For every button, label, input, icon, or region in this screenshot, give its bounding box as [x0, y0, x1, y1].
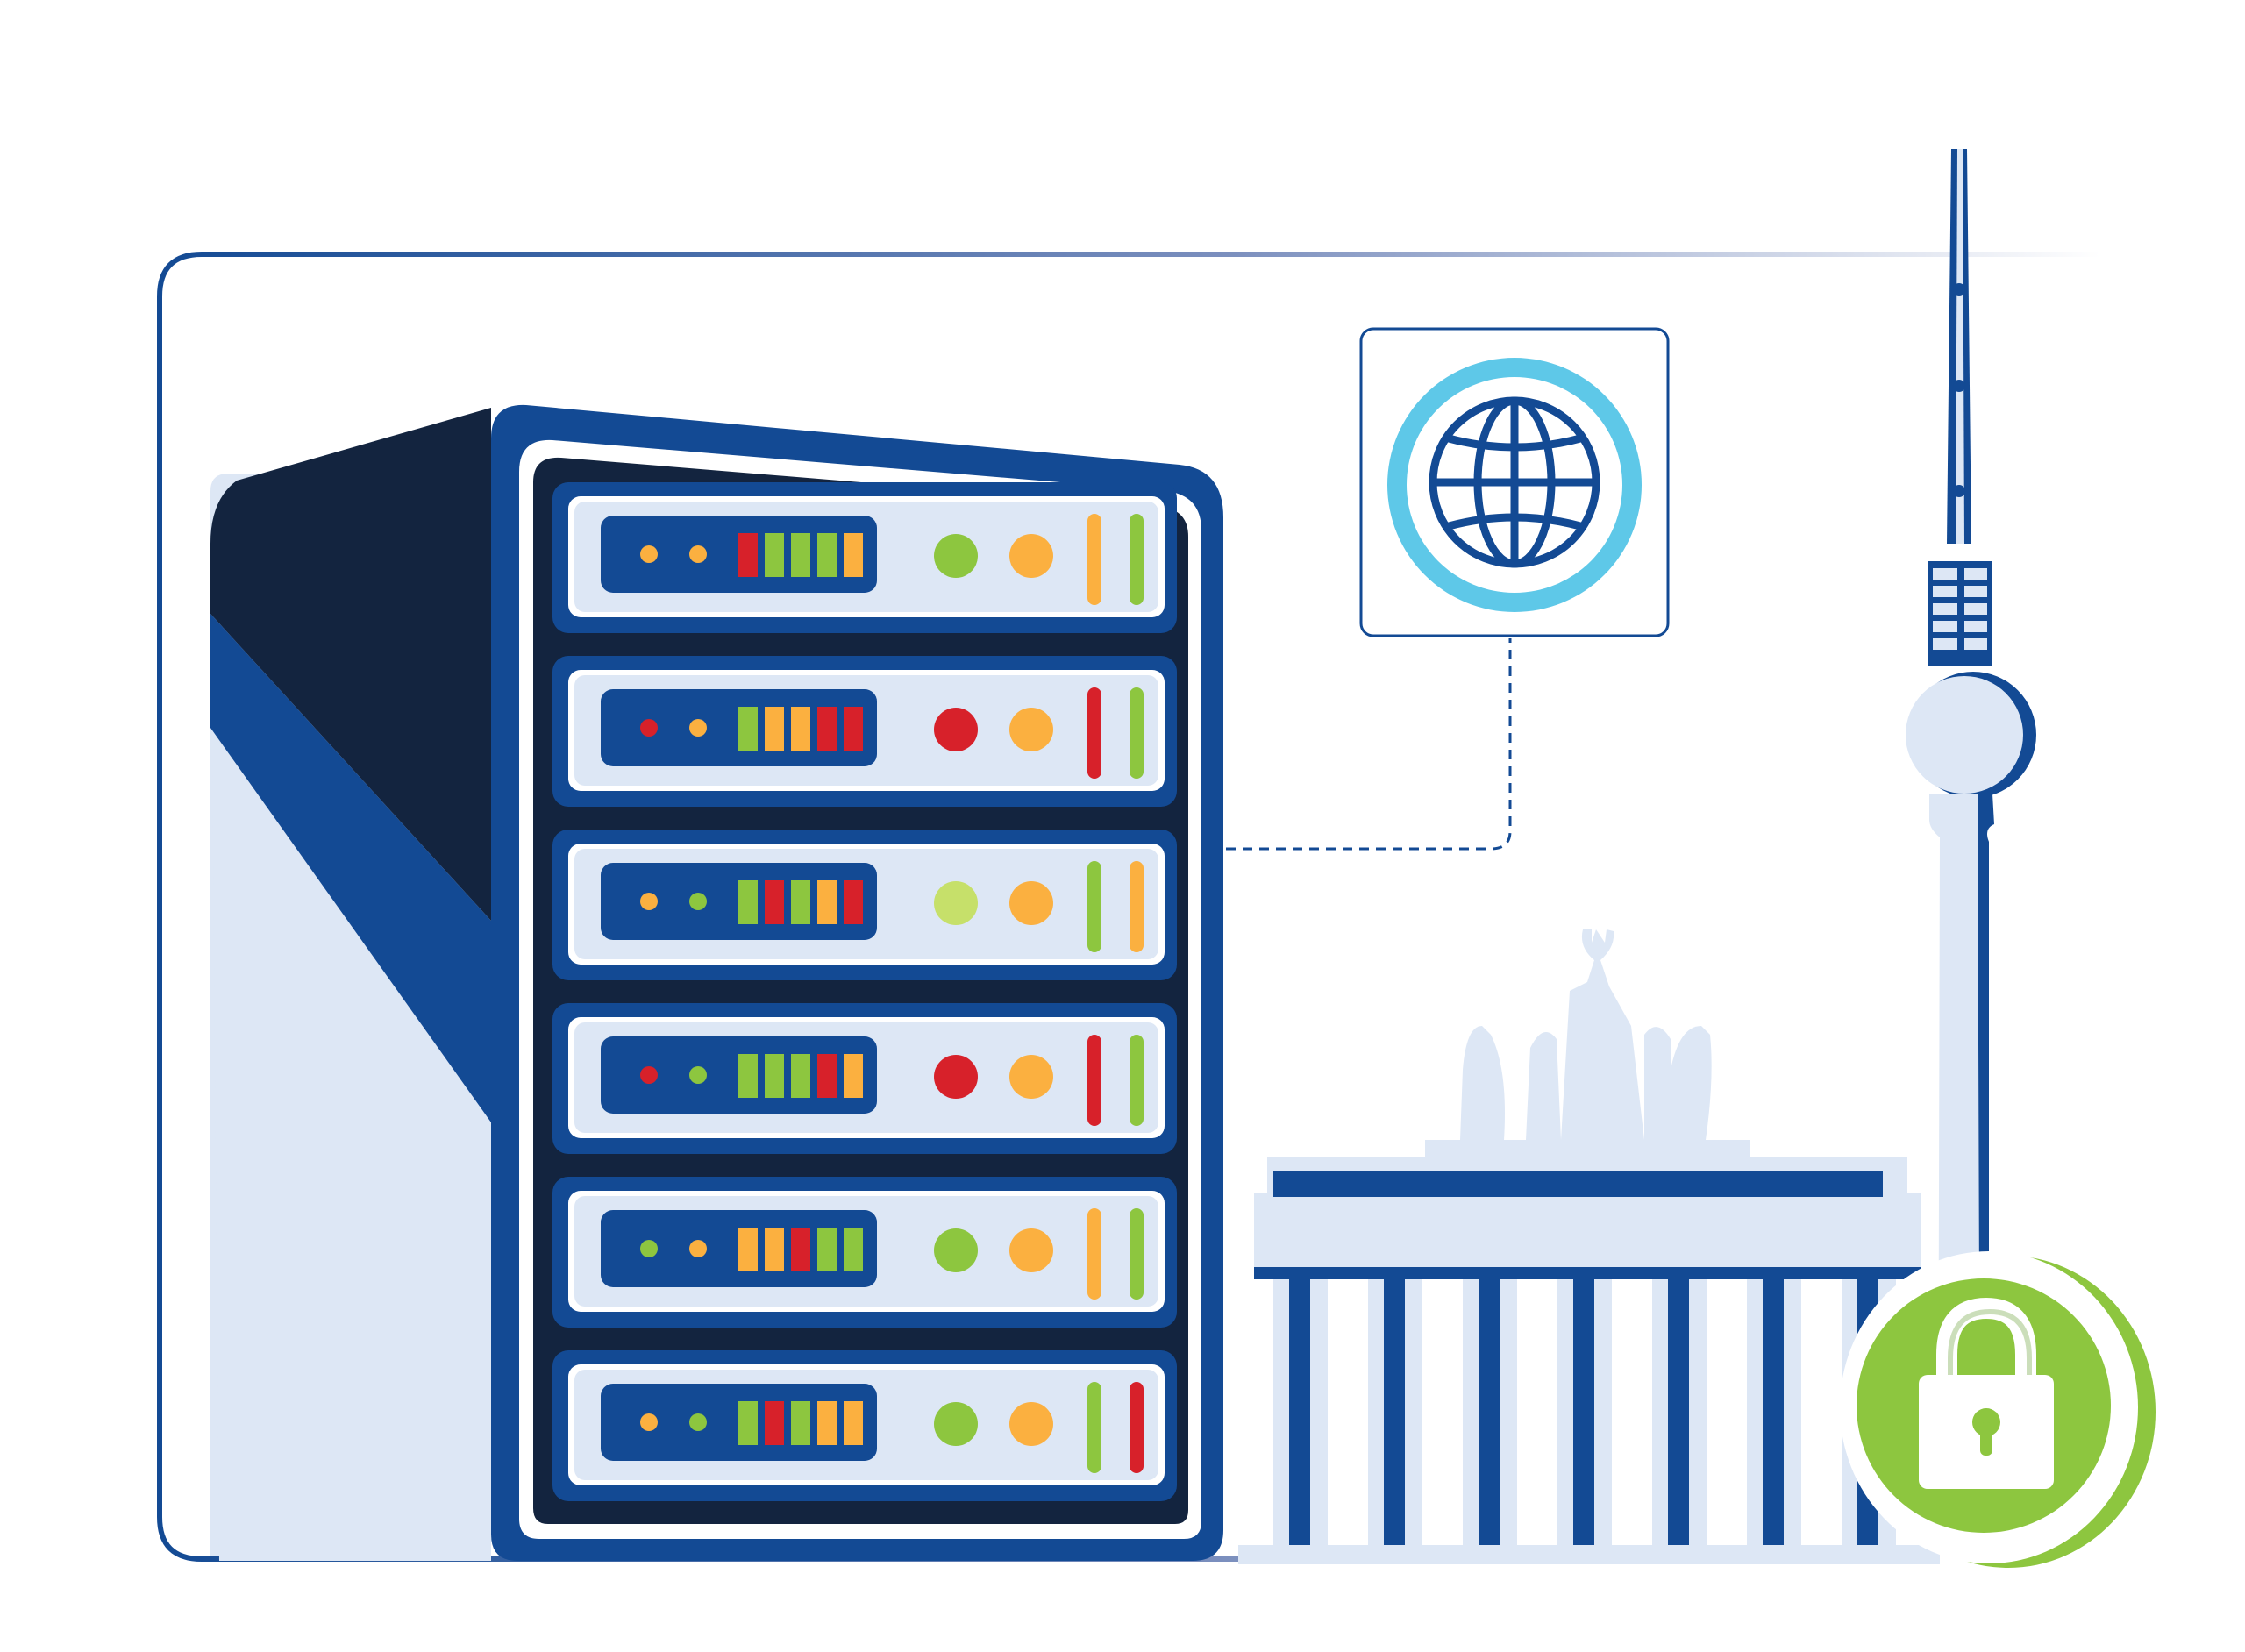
status-indicator	[934, 1055, 978, 1099]
status-indicator	[934, 708, 978, 751]
status-led	[689, 1240, 707, 1257]
rack-unit	[552, 1003, 1177, 1154]
status-indicator	[1009, 708, 1053, 751]
gate-column-stripe	[1763, 1279, 1784, 1547]
status-led	[640, 1240, 658, 1257]
status-indicator	[934, 534, 978, 578]
level-meter-segment	[738, 707, 758, 751]
status-indicator	[1009, 1402, 1053, 1446]
rack-unit	[552, 482, 1177, 633]
status-led	[689, 1066, 707, 1084]
level-meter-segment	[791, 1054, 810, 1098]
gate-column-stripe	[1384, 1279, 1405, 1547]
activity-bar	[1087, 1382, 1101, 1473]
level-meter-segment	[817, 707, 837, 751]
status-led	[640, 893, 658, 910]
level-meter-segment	[844, 1401, 863, 1445]
rack-unit	[552, 1177, 1177, 1328]
status-led	[640, 1413, 658, 1431]
activity-bar	[1130, 687, 1144, 779]
globe-card	[1359, 327, 1670, 637]
status-led	[689, 893, 707, 910]
gate-column-stripe	[1573, 1279, 1594, 1547]
activity-bar	[1087, 1035, 1101, 1126]
level-meter-segment	[791, 880, 810, 924]
level-meter-segment	[791, 1228, 810, 1271]
status-led	[640, 545, 658, 563]
level-meter-segment	[844, 1054, 863, 1098]
level-meter-segment	[738, 533, 758, 577]
rack-unit	[552, 656, 1177, 807]
status-indicator	[1009, 1228, 1053, 1272]
level-meter-segment	[791, 1401, 810, 1445]
status-indicator	[1009, 534, 1053, 578]
level-meter-segment	[738, 1054, 758, 1098]
server-rack	[491, 404, 1223, 1561]
gate-column-stripe	[1289, 1279, 1310, 1547]
level-meter-segment	[844, 880, 863, 924]
activity-bar	[1130, 1208, 1144, 1300]
level-meter-segment	[765, 1054, 784, 1098]
gate-column-stripe	[1668, 1279, 1689, 1547]
level-meter-segment	[844, 707, 863, 751]
level-meter-segment	[738, 880, 758, 924]
level-meter-segment	[765, 880, 784, 924]
status-led	[689, 545, 707, 563]
rack-unit	[552, 1350, 1177, 1501]
level-meter-segment	[791, 707, 810, 751]
status-indicator	[1009, 881, 1053, 925]
globe-icon	[1429, 396, 1600, 568]
status-indicator	[934, 1228, 978, 1272]
level-meter-segment	[738, 1401, 758, 1445]
activity-bar	[1087, 1208, 1101, 1300]
level-meter-segment	[765, 533, 784, 577]
padlock-badge	[1840, 1251, 2156, 1568]
status-indicator	[1009, 1055, 1053, 1099]
level-meter-segment	[844, 533, 863, 577]
status-led	[689, 1413, 707, 1431]
activity-bar	[1130, 514, 1144, 605]
rack-units	[552, 482, 1177, 1501]
level-meter-segment	[765, 707, 784, 751]
padlock-icon	[1919, 1297, 2054, 1489]
level-meter-segment	[817, 533, 837, 577]
activity-bar	[1130, 1035, 1144, 1126]
level-meter-segment	[791, 533, 810, 577]
status-indicator	[934, 1402, 978, 1446]
level-meter-segment	[817, 1401, 837, 1445]
level-meter-segment	[844, 1228, 863, 1271]
level-meter-segment	[765, 1401, 784, 1445]
rack-unit	[552, 830, 1177, 980]
level-meter-segment	[738, 1228, 758, 1271]
activity-bar	[1130, 1382, 1144, 1473]
brandenburg-gate-icon	[1238, 929, 1940, 1564]
level-meter-segment	[817, 1228, 837, 1271]
level-meter-segment	[817, 1054, 837, 1098]
status-indicator	[934, 881, 978, 925]
activity-bar	[1087, 514, 1101, 605]
status-led	[640, 719, 658, 737]
activity-bar	[1130, 861, 1144, 952]
server-rack-side	[210, 408, 491, 1561]
network-connector-line	[1226, 638, 1512, 851]
gate-column-stripe	[1479, 1279, 1500, 1547]
status-led	[640, 1066, 658, 1084]
activity-bar	[1087, 687, 1101, 779]
level-meter-segment	[765, 1228, 784, 1271]
status-led	[689, 719, 707, 737]
activity-bar	[1087, 861, 1101, 952]
level-meter-segment	[817, 880, 837, 924]
